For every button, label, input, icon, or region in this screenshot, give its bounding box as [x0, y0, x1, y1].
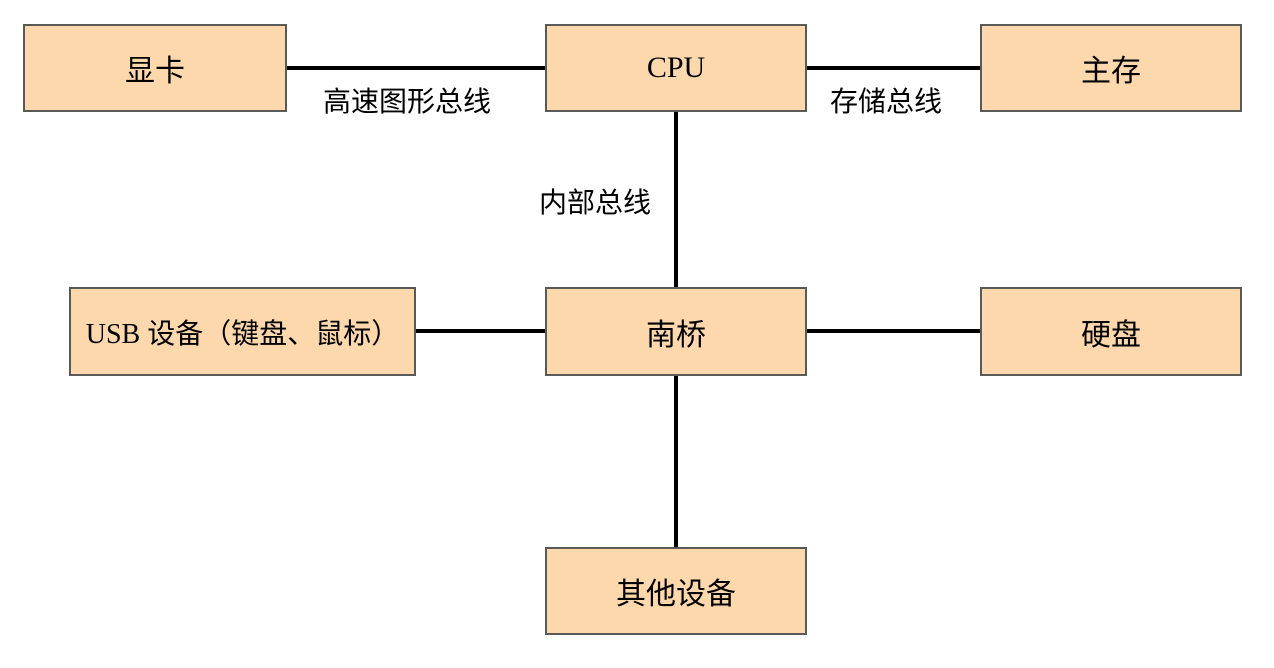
node-main-memory: 主存: [980, 24, 1242, 112]
connector-usb-southbridge: [416, 329, 545, 333]
node-other-devices: 其他设备: [545, 547, 807, 635]
node-cpu: CPU: [545, 24, 807, 112]
bus-label-internal-bus: 内部总线: [539, 188, 652, 219]
node-cpu-label: CPU: [646, 51, 706, 84]
node-hard-disk-label: 硬盘: [1081, 318, 1141, 352]
connector-cpu-main-memory: [807, 66, 980, 70]
node-graphics-card-label: 显卡: [125, 55, 185, 88]
node-usb-devices-label: USB 设备（键盘、鼠标）: [85, 318, 400, 350]
node-southbridge-label: 南桥: [646, 318, 706, 352]
node-main-memory-label: 主存: [1081, 55, 1141, 88]
bus-label-memory-bus: 存储总线: [830, 87, 943, 118]
node-other-devices-label: 其他设备: [616, 578, 736, 611]
node-graphics-card: 显卡: [23, 24, 287, 112]
node-hard-disk: 硬盘: [980, 287, 1242, 376]
bus-label-graphics-bus: 高速图形总线: [323, 87, 492, 118]
node-usb-devices: USB 设备（键盘、鼠标）: [69, 287, 416, 376]
connector-cpu-southbridge: [674, 112, 678, 287]
node-southbridge: 南桥: [545, 287, 807, 376]
connector-gpu-cpu: [287, 66, 545, 70]
connector-southbridge-harddisk: [807, 329, 980, 333]
connector-southbridge-other: [674, 376, 678, 547]
